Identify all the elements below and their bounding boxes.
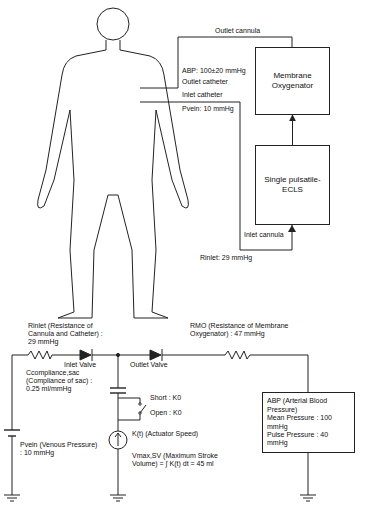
current-source-symbol: [109, 431, 127, 449]
flow-arrow: [292, 115, 293, 145]
resistor-symbol: [225, 351, 250, 359]
callout-label: ABP: 100±20 mmHg: [182, 67, 254, 75]
switch-symbol: [139, 403, 146, 414]
callout-label: Inlet catheter: [182, 91, 254, 99]
flow-arrowhead: [288, 225, 296, 232]
callout-label: Inlet cannula: [244, 231, 290, 239]
callout-label: RMO (Resistance of Membrane Oxygenator) …: [190, 322, 298, 338]
figure-body: [38, 40, 189, 318]
pump-box: Single pulsatile-ECLS: [255, 145, 330, 225]
capacitor-symbol: [110, 388, 126, 393]
box-text: Mean Pressure : 100 mmHg: [267, 414, 350, 431]
callout-label: Pvein: 10 mmHg: [182, 105, 254, 113]
callout-label: K(t) (Actuator Speed): [132, 430, 232, 438]
callout-label: Pvein (Venous Pressure) : 10 mmHg: [20, 441, 100, 457]
box-text: Single pulsatile-ECLS: [260, 175, 325, 194]
box-text: ABP (Arterial Blood Pressure): [267, 397, 350, 414]
callout-label: Vmax,SV (Maximum Stroke Volume) = ∫ K(t)…: [132, 452, 244, 468]
diode-symbol: [150, 349, 162, 361]
callout-label: Short : K0: [150, 394, 194, 402]
box-text: Pulse Pressure : 40 mmHg: [267, 431, 350, 448]
ground-symbol: [4, 495, 316, 501]
callout-label: Outlet catheter: [182, 78, 254, 86]
diode-symbol: [80, 349, 92, 361]
callout-label: Open : K0: [150, 409, 194, 417]
callout-label: Ccompliance,sac (Compliance of sac) : 0.…: [26, 369, 106, 393]
figure-head: [97, 8, 129, 40]
junction-dot: [116, 353, 119, 356]
oxygenator-box: Membrane Oxygenator: [255, 47, 330, 115]
callout-label: Outlet cannula: [215, 27, 290, 35]
callout-label: Rinlet: 29 mmHg: [200, 254, 280, 262]
callout-label: Outlet Valve: [130, 361, 182, 369]
battery-symbol: [4, 430, 20, 436]
callout-label: Inlet Valve: [64, 361, 112, 369]
callout-label: Rinlet (Resistance of Cannula and Cathet…: [28, 322, 110, 346]
pressure-box: ABP (Arterial Blood Pressure)Mean Pressu…: [262, 392, 355, 453]
resistor-symbol: [28, 351, 52, 359]
box-text: Membrane Oxygenator: [260, 71, 325, 90]
